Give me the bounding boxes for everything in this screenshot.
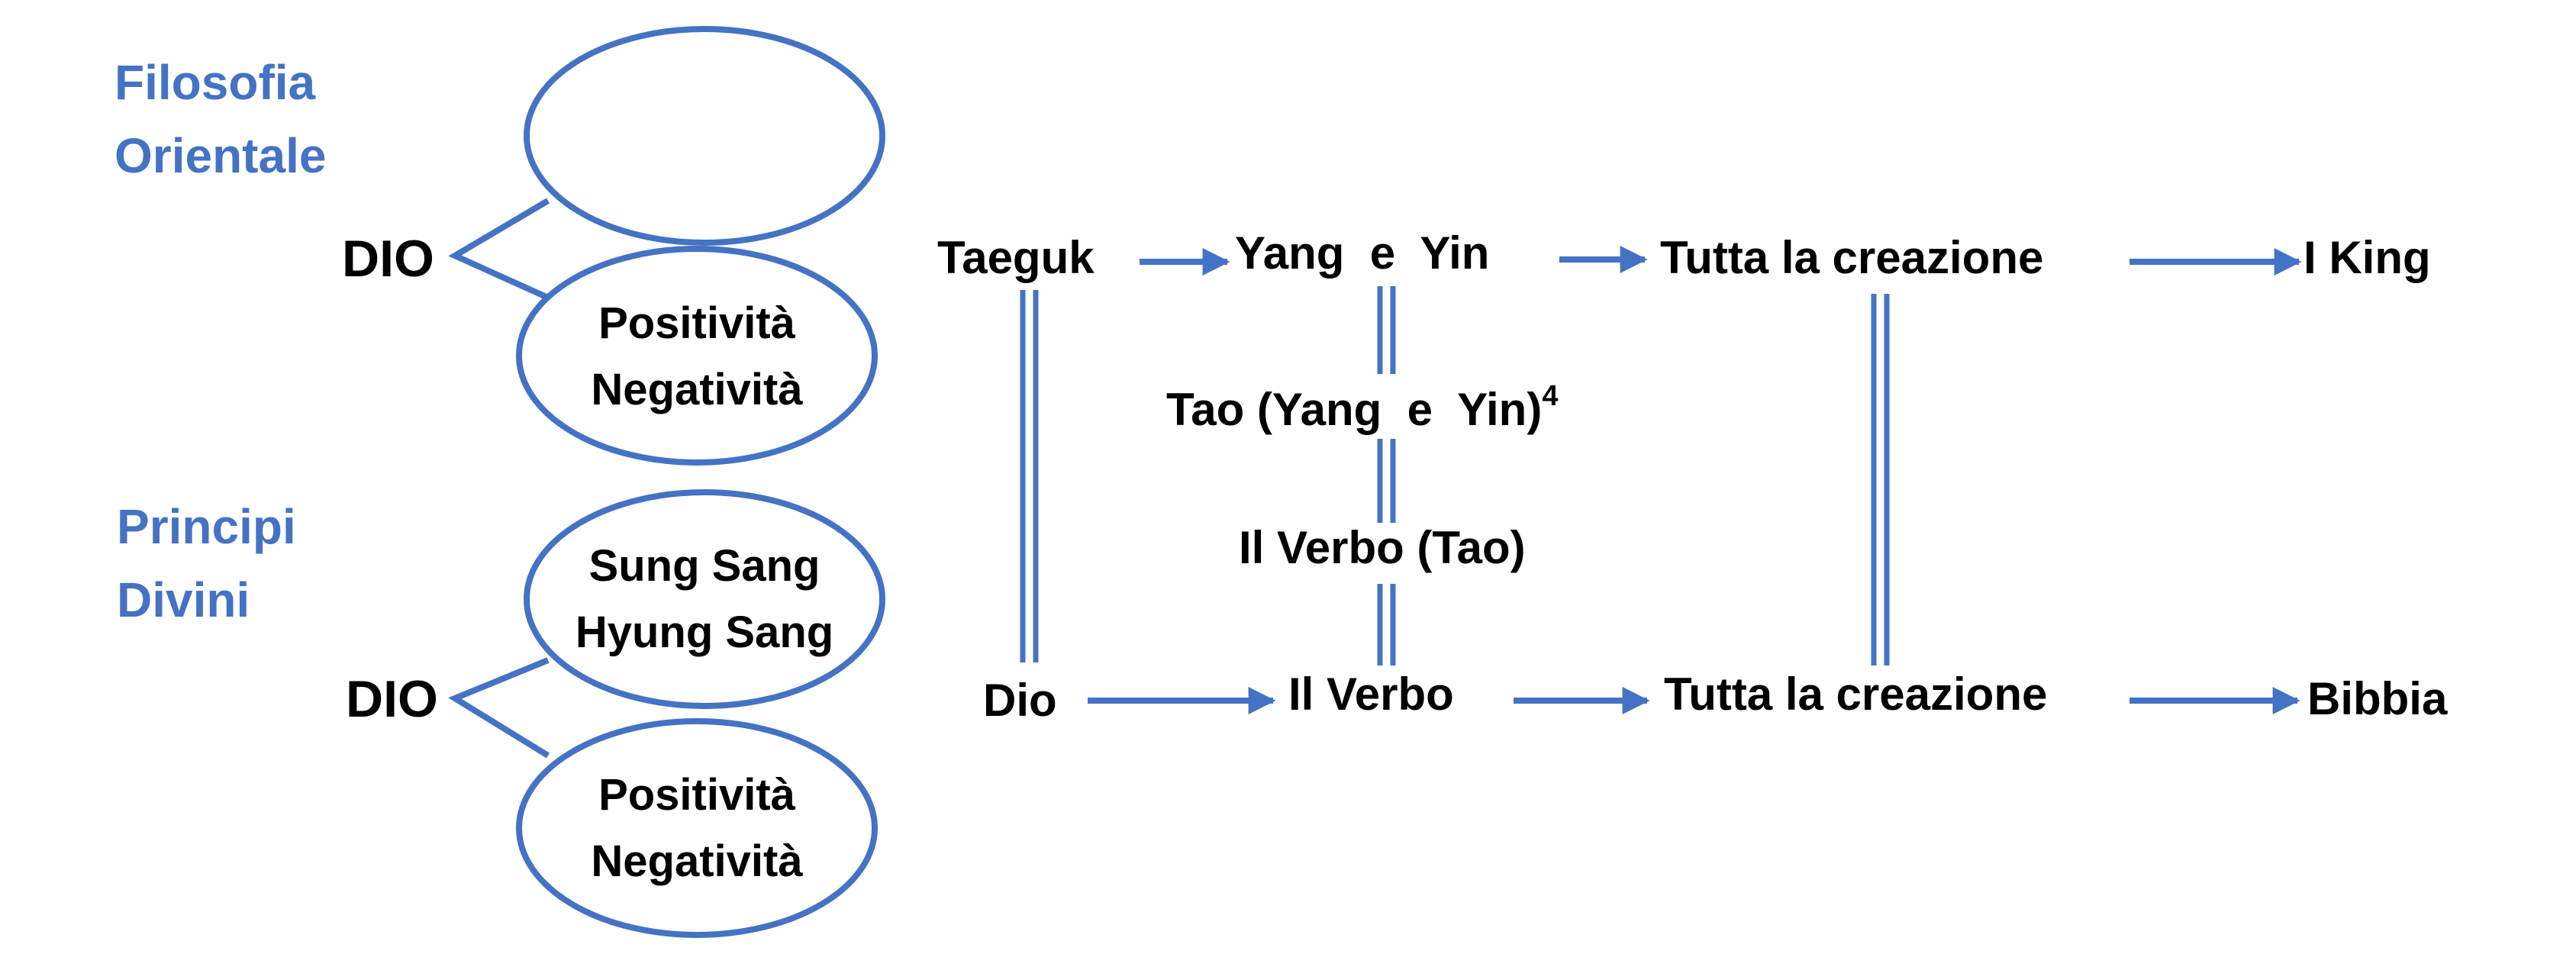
dio-node: Dio: [983, 675, 1057, 726]
verbo-tao-node: Il Verbo (Tao): [1239, 522, 1526, 573]
yang-yin-node: Yang e Yin: [1235, 227, 1490, 279]
eastern-positivity-label: Positività: [598, 298, 795, 348]
divine-positivity-label: Positività: [598, 770, 795, 820]
divine-upper-ellipse-text: Sung Sang Hyung Sang: [552, 533, 857, 666]
divine-upper-ellipse: [524, 489, 885, 709]
eastern-god-bracket: [448, 198, 550, 301]
divine-lower-ellipse: [516, 718, 878, 938]
eastern-upper-ellipse: [524, 26, 885, 246]
eastern-lower-ellipse: [516, 246, 878, 466]
eastern-philosophy-heading: Filosofia Orientale: [114, 55, 327, 183]
taeguk-node: Taeguk: [937, 232, 1095, 283]
eastern-negativity-label: Negatività: [591, 365, 803, 414]
tao-yang-yin-label: Tao (Yang e Yin): [1166, 384, 1543, 435]
verbo-node: Il Verbo: [1288, 669, 1454, 720]
i-king-node: I King: [2304, 232, 2431, 283]
footnote-marker: 4: [1542, 380, 1559, 412]
divine-principles-heading: Principi Divini: [117, 499, 296, 627]
bibbia-node: Bibbia: [2307, 673, 2448, 724]
bottom-creation-node: Tutta la creazione: [1664, 669, 2048, 720]
equivalence-creation-creation: [1871, 294, 1890, 666]
divine-lower-ellipse-text: Positività Negatività: [544, 762, 850, 894]
equivalence-taeguk-dio: [1020, 290, 1039, 662]
sung-sang-label: Sung Sang: [588, 541, 821, 591]
hyung-sang-label: Hyung Sang: [575, 608, 834, 657]
equivalence-verbo-tao-verbo: [1377, 584, 1396, 666]
divine-negativity-label: Negatività: [591, 836, 803, 886]
top-creation-node: Tutta la creazione: [1660, 232, 2044, 283]
equivalence-yang-yin-tao: [1377, 286, 1396, 374]
eastern-god-label: DIO: [342, 230, 434, 288]
tao-yang-yin-node: Tao (Yang e Yin)4: [1166, 382, 1558, 433]
divine-god-bracket: [448, 657, 550, 759]
equivalence-tao-verbo-tao: [1377, 439, 1396, 523]
divine-god-label: DIO: [346, 670, 438, 728]
eastern-lower-ellipse-text: Positività Negatività: [544, 290, 850, 423]
